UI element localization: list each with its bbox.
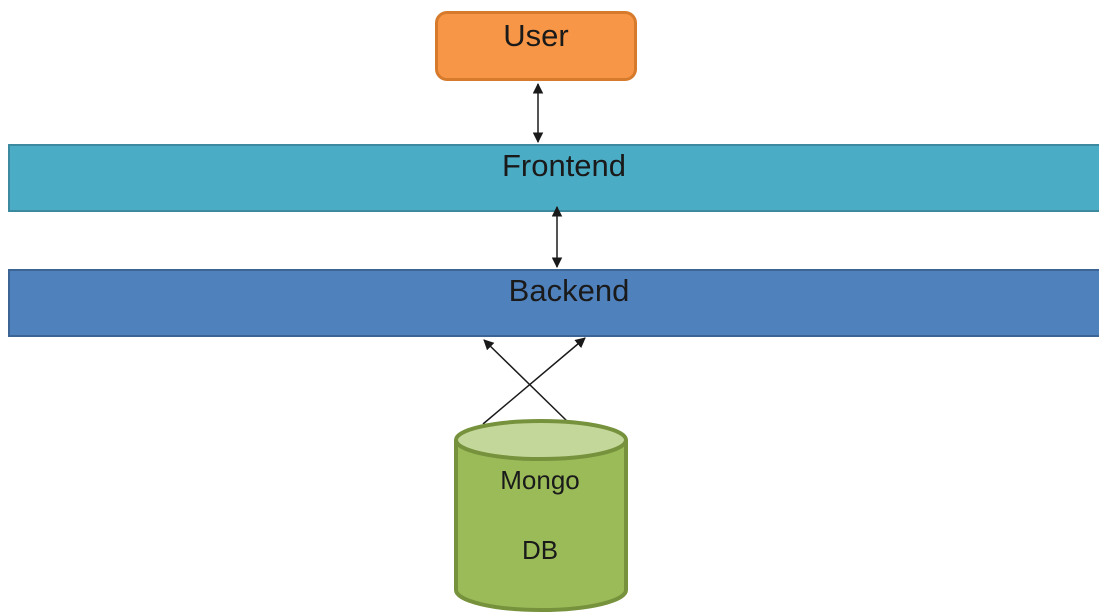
database-label-line2: DB: [521, 535, 559, 565]
user-label: User: [503, 18, 569, 53]
backend-layer: Backend: [8, 269, 1099, 337]
backend-label: Backend: [508, 273, 630, 308]
db-backend-arrow-left: [483, 339, 569, 423]
user-node: User: [435, 11, 637, 81]
database-cylinder-icon: [454, 419, 628, 612]
database-label-line1: Mongo: [500, 465, 580, 495]
frontend-label: Frontend: [501, 148, 627, 183]
db-backend-arrow-right: [482, 337, 586, 425]
frontend-layer: Frontend: [8, 144, 1099, 212]
